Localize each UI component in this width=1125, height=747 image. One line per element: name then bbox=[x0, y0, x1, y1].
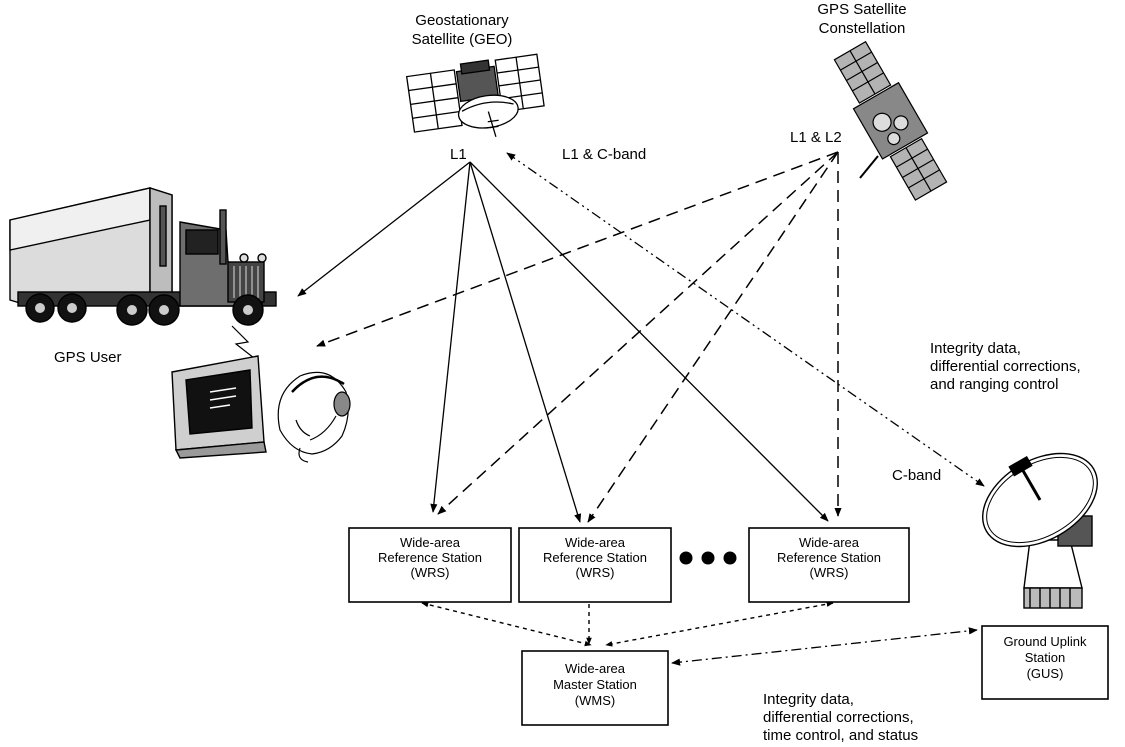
gps-l1-l2-links bbox=[316, 151, 842, 523]
gps-satellite-icon bbox=[833, 40, 948, 201]
wrs-3-line2: Reference Station bbox=[777, 550, 881, 565]
more-stations-ellipsis bbox=[679, 551, 737, 565]
geo-title-line2: Satellite (GEO) bbox=[412, 31, 513, 48]
wrs-box-3 bbox=[748, 527, 910, 603]
gus-line3: (GUS) bbox=[1027, 666, 1064, 681]
gps-user-label: GPS User bbox=[54, 349, 122, 366]
integrity-bottom-line3: time control, and status bbox=[763, 727, 918, 744]
wms-gus-link bbox=[671, 627, 978, 666]
wrs-2-line3: (WRS) bbox=[576, 565, 615, 580]
geo-title-line1: Geostationary bbox=[415, 12, 509, 29]
wrs-2-line2: Reference Station bbox=[543, 550, 647, 565]
uplink-cband-link bbox=[506, 152, 985, 487]
wrs-3-line1: Wide-area bbox=[799, 535, 860, 550]
wrs-box-1 bbox=[348, 527, 512, 603]
integrity-top-line1: Integrity data, bbox=[930, 340, 1021, 357]
wms-line2: Master Station bbox=[553, 677, 637, 692]
integrity-top-line2: differential corrections, bbox=[930, 358, 1081, 375]
wms-box bbox=[521, 650, 669, 726]
wms-line1: Wide-area bbox=[565, 661, 626, 676]
integrity-bottom-line1: Integrity data, bbox=[763, 691, 854, 708]
headset-user-icon bbox=[277, 371, 351, 463]
monitor-icon bbox=[171, 355, 267, 459]
gus-line1: Ground Uplink bbox=[1003, 634, 1087, 649]
wrs-1-line3: (WRS) bbox=[411, 565, 450, 580]
wrs-box-2 bbox=[518, 527, 672, 603]
geo-signal-label: L1 bbox=[450, 146, 467, 163]
gps-title-line2: Constellation bbox=[819, 20, 906, 37]
wrs-2-line1: Wide-area bbox=[565, 535, 626, 550]
integrity-bottom-line2: differential corrections, bbox=[763, 709, 914, 726]
l1-cband-label: L1 & C-band bbox=[562, 146, 646, 163]
cband-label: C-band bbox=[892, 467, 941, 484]
gus-line2: Station bbox=[1025, 650, 1065, 665]
satellite-dish-icon bbox=[982, 452, 1098, 609]
geo-satellite-icon bbox=[405, 53, 545, 137]
wrs-1-line2: Reference Station bbox=[378, 550, 482, 565]
geo-l1-links bbox=[297, 161, 829, 523]
wms-line3: (WMS) bbox=[575, 693, 615, 708]
truck-icon bbox=[9, 187, 277, 326]
wrs-1-line1: Wide-area bbox=[400, 535, 461, 550]
gus-box bbox=[981, 625, 1109, 700]
wrs-3-line3: (WRS) bbox=[810, 565, 849, 580]
integrity-top-line3: and ranging control bbox=[930, 376, 1058, 393]
gps-signal-label: L1 & L2 bbox=[790, 129, 842, 146]
gps-title-line1: GPS Satellite bbox=[817, 1, 906, 18]
